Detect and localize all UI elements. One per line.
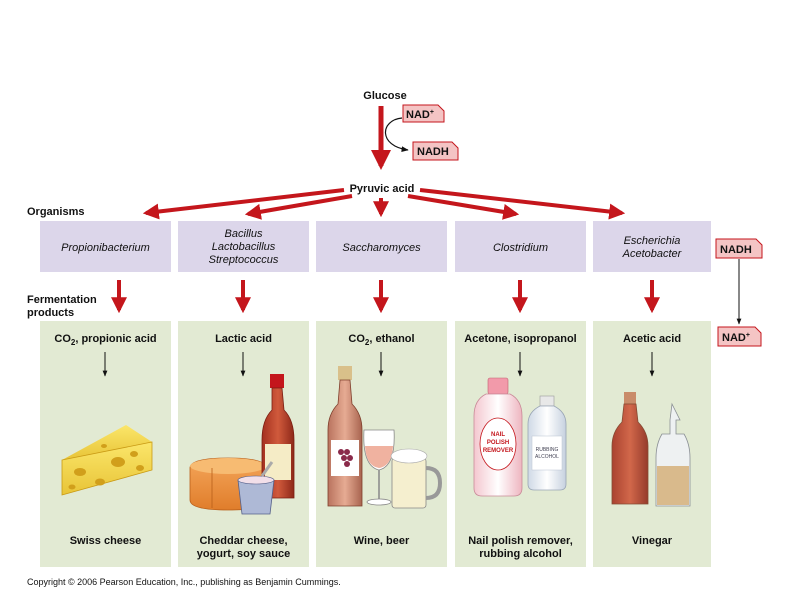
branch-arrow-5 bbox=[419, 188, 626, 220]
glucose-label: Glucose bbox=[363, 90, 406, 102]
swiss-cheese-illustration bbox=[61, 425, 153, 496]
food-example-line-1: Nail polish remover, bbox=[468, 535, 573, 547]
pyruvic-acid-label: Pyruvic acid bbox=[350, 183, 415, 195]
vinegar-illustration bbox=[611, 392, 691, 507]
nad-plus-badge-right: NAD+ bbox=[717, 326, 762, 347]
nadh-badge-top: NADH bbox=[412, 141, 459, 161]
organism-box bbox=[316, 221, 447, 272]
organism-box bbox=[455, 221, 586, 272]
branch-arrow-4 bbox=[407, 194, 520, 220]
nail-polish-label-line-1: NAIL bbox=[491, 432, 505, 438]
nad-reduction-arrow bbox=[384, 117, 409, 152]
fermentation-heading-line-2: products bbox=[27, 307, 74, 319]
fermentation-product: CO2, ethanol bbox=[348, 333, 414, 347]
food-example: Swiss cheese bbox=[70, 535, 142, 547]
organism-name: Saccharomyces bbox=[342, 242, 421, 254]
fermentation-product: Acetone, isopropanol bbox=[464, 333, 576, 345]
fermentation-heading-line-1: Fermentation bbox=[27, 294, 97, 306]
nad-plus-badge-top: NAD+ bbox=[402, 104, 445, 123]
organism-name: Clostridium bbox=[493, 242, 548, 254]
fermentation-product: Lactic acid bbox=[215, 333, 272, 345]
nadh-text: NADH bbox=[417, 146, 449, 158]
nad-plus-text: NAD bbox=[406, 109, 430, 121]
organism-box bbox=[593, 221, 711, 272]
nail-polish-label-line-2: POLISH bbox=[487, 440, 509, 446]
nad-plus-text: NAD bbox=[722, 332, 746, 344]
organism-name-line-2: Acetobacter bbox=[622, 248, 683, 260]
column-bacillus-lactobacillus-streptococcus: Bacillus Lactobacillus Streptococcus Lac… bbox=[178, 221, 309, 567]
organism-name-line-2: Lactobacillus bbox=[212, 241, 276, 253]
column-clostridium: Clostridium Acetone, isopropanol NAIL PO… bbox=[455, 221, 586, 567]
nail-polish-rubbing-alcohol-illustration: NAIL POLISH REMOVER RUBBING ALCOHOL bbox=[473, 377, 567, 497]
column-propionibacterium: Propionibacterium CO2, propionic acid Sw bbox=[40, 221, 171, 567]
svg-text:NAD+: NAD+ bbox=[406, 109, 434, 121]
food-example-line-2: yogurt, soy sauce bbox=[197, 548, 291, 560]
food-example: Wine, beer bbox=[354, 535, 410, 547]
food-example-line-2: rubbing alcohol bbox=[479, 548, 562, 560]
organism-name-line-1: Escherichia bbox=[624, 235, 681, 247]
branch-arrow-2 bbox=[244, 194, 353, 220]
copyright-notice: Copyright © 2006 Pearson Education, Inc.… bbox=[27, 577, 341, 587]
organism-name: Propionibacterium bbox=[61, 242, 150, 254]
nadh-text: NADH bbox=[720, 244, 752, 256]
organism-box bbox=[178, 221, 309, 272]
organism-name-line-1: Bacillus bbox=[225, 228, 263, 240]
fermentation-product: CO2, propionic acid bbox=[54, 333, 156, 347]
wine-beer-illustration bbox=[327, 366, 443, 509]
nadh-badge-right: NADH bbox=[715, 238, 763, 259]
cheddar-yogurt-soysauce-illustration bbox=[189, 374, 295, 515]
food-example-line-1: Cheddar cheese, bbox=[199, 535, 287, 547]
column-escherichia-acetobacter: Escherichia Acetobacter Acetic acid Vine… bbox=[593, 221, 711, 567]
organism-name-line-3: Streptococcus bbox=[209, 254, 279, 266]
food-example: Vinegar bbox=[632, 535, 673, 547]
rubbing-alcohol-label-line-1: RUBBING bbox=[536, 447, 559, 453]
rubbing-alcohol-label-line-2: ALCOHOL bbox=[535, 454, 559, 460]
branch-arrows bbox=[142, 188, 626, 220]
organism-columns: Propionibacterium CO2, propionic acid Sw bbox=[40, 221, 711, 567]
svg-text:NAD+: NAD+ bbox=[722, 332, 750, 344]
nad-plus-superscript: + bbox=[746, 332, 750, 339]
column-saccharomyces: Saccharomyces CO2, ethanol bbox=[316, 221, 447, 567]
nail-polish-label-line-3: REMOVER bbox=[483, 448, 514, 454]
nad-plus-superscript: + bbox=[430, 109, 434, 116]
organism-box bbox=[40, 221, 171, 272]
branch-arrow-1 bbox=[142, 188, 345, 220]
organisms-heading: Organisms bbox=[27, 206, 84, 218]
fermentation-product: Acetic acid bbox=[623, 333, 681, 345]
